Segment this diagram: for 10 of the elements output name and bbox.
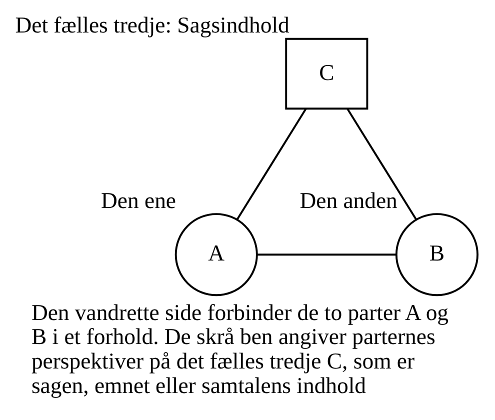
- node-circle: A: [174, 213, 258, 296]
- node-label: Det fælles tredje: Sagsindhold: [14, 12, 289, 38]
- connector: [256, 254, 396, 256]
- node-box: C: [284, 38, 368, 110]
- connector: [346, 108, 416, 220]
- connector: [236, 108, 306, 220]
- node-label: Den ene: [100, 188, 176, 213]
- node-circle: B: [394, 213, 478, 296]
- node-label: Den anden: [299, 188, 397, 213]
- caption: Den vandrette side forbinder de to parter A og B i et forhold. De skrå ben angiver parternes perspektiver på det fælles tredje C, som er sagen, emnet eller samtalens indhold: [30, 300, 448, 398]
